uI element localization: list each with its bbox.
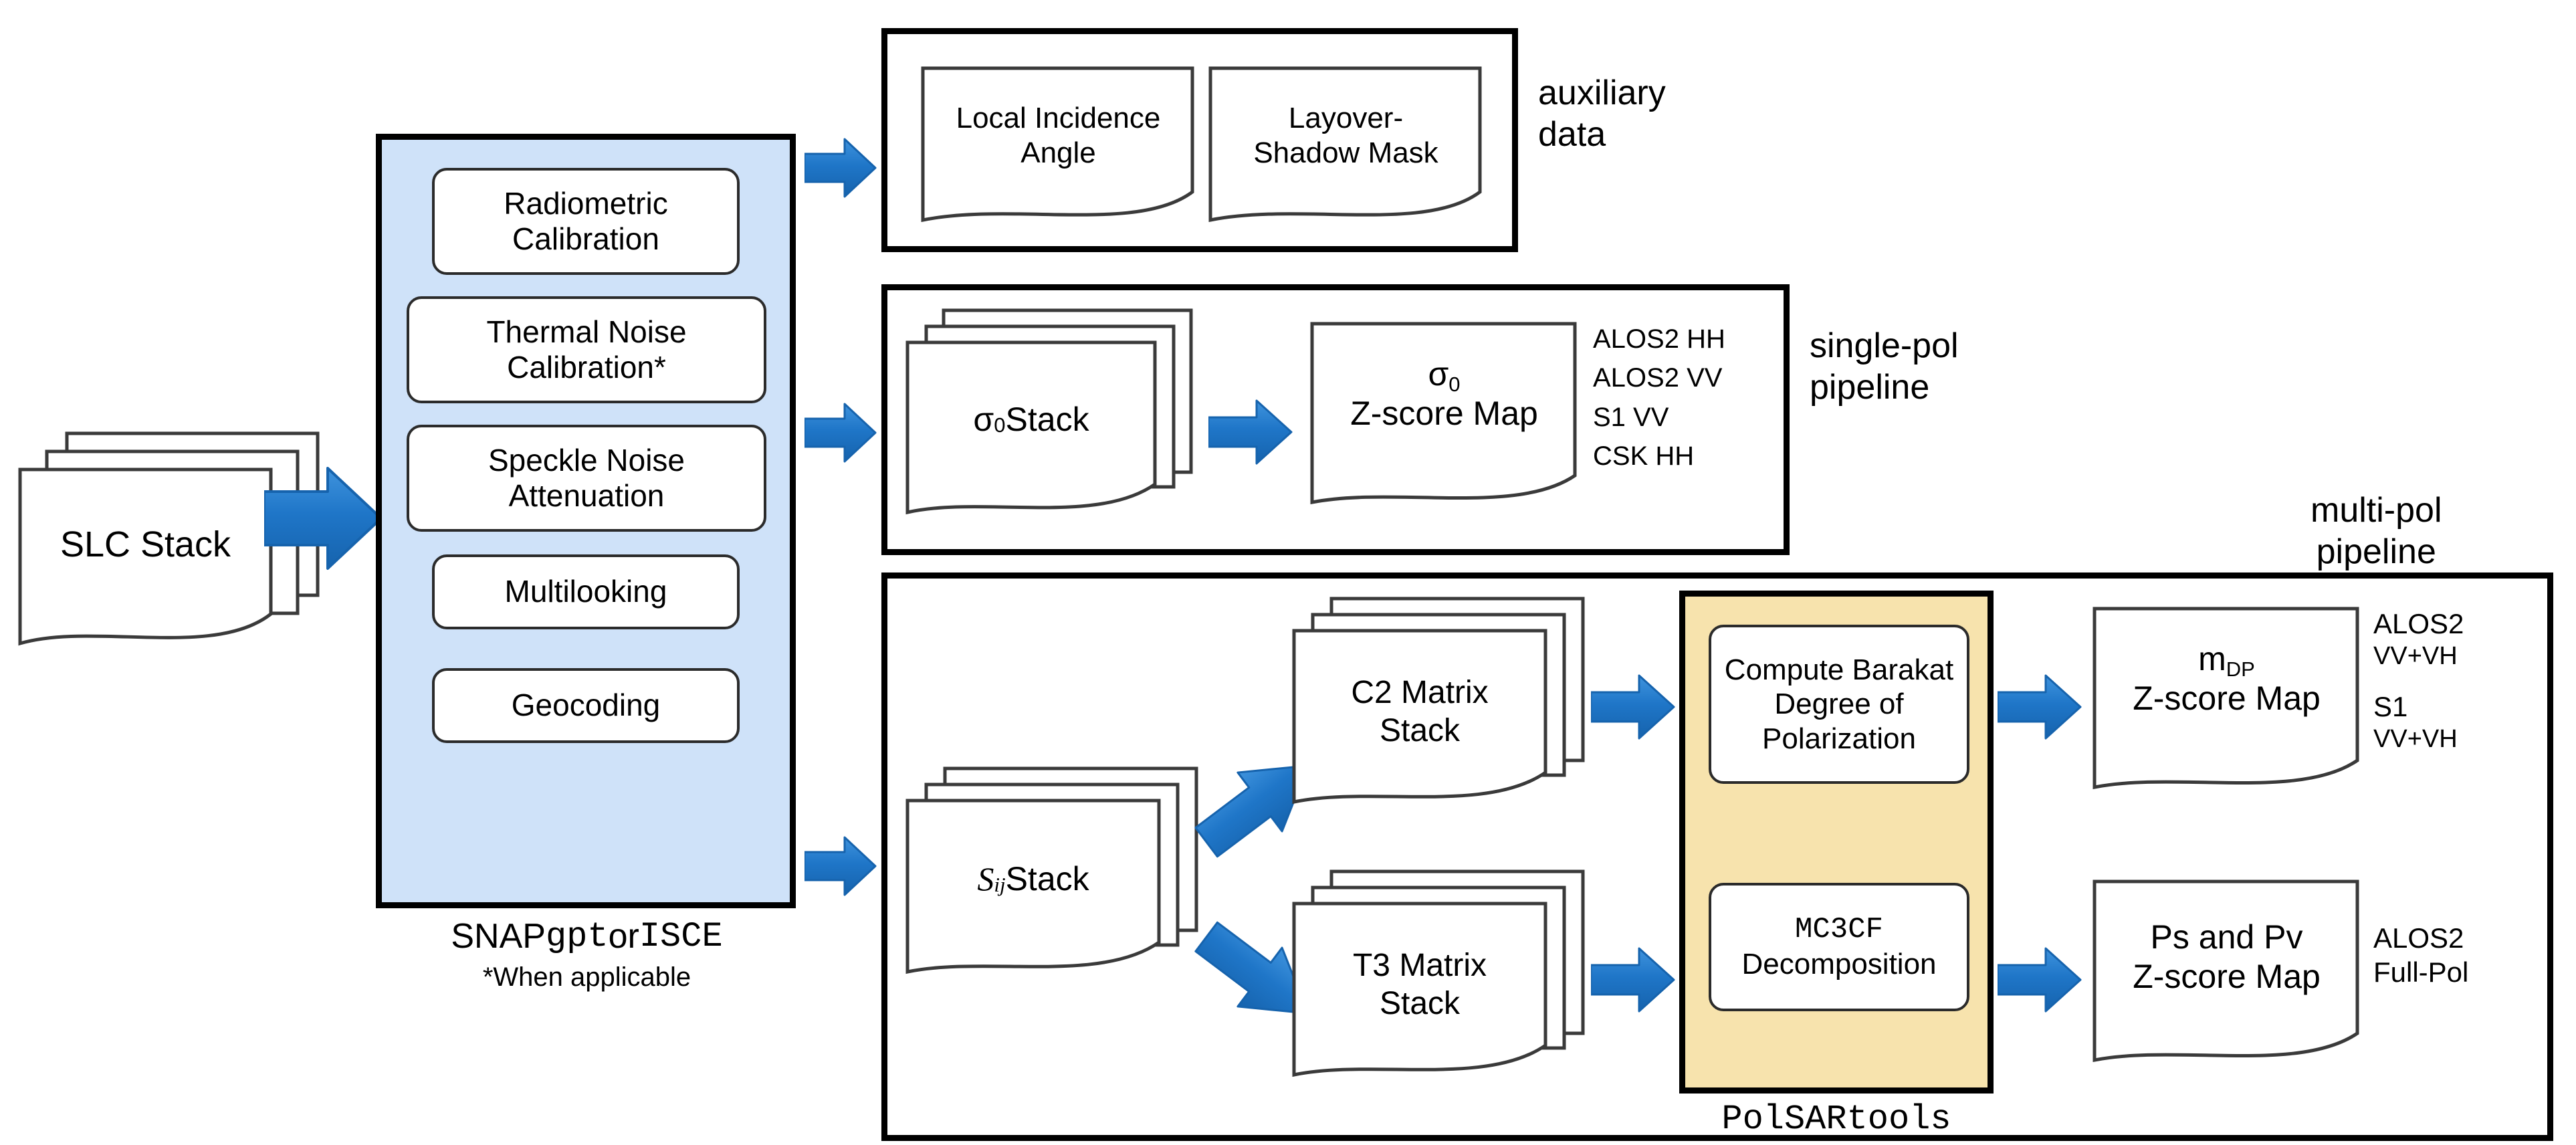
sensor-item: ALOS2	[2373, 922, 2464, 954]
arrow-c2-to-barakat	[1591, 674, 1675, 740]
c2-matrix-stack-document: C2 Matrix Stack	[1289, 593, 1596, 814]
sensor-item: Full-Pol	[2373, 956, 2469, 988]
process-label-line2: Calibration*	[507, 350, 666, 385]
arrow-preprocessing-to-auxiliary	[804, 138, 877, 198]
process-geocoding[interactable]: Geocoding	[432, 668, 740, 743]
process-label-line1: Compute Barakat	[1724, 653, 1954, 687]
caption-gpt: gpt	[545, 916, 609, 956]
process-mc3cf-decomposition[interactable]: MC3CF Decomposition	[1709, 883, 1969, 1011]
process-label-line1: Speckle Noise	[488, 442, 685, 478]
arrow-preprocessing-to-multi-pol	[804, 836, 877, 896]
preprocessing-panel: Radiometric Calibration Thermal Noise Ca…	[376, 134, 796, 908]
arrow-sij-to-t3-matrix	[1194, 921, 1309, 1015]
single-pol-pipeline-group-label: single-pol pipeline	[1810, 326, 1959, 407]
process-label-line1: Radiometric	[504, 185, 668, 221]
single-pol-sensor-list: ALOS2 HH ALOS2 VV S1 VV CSK HH	[1593, 320, 1767, 476]
multi-pol-pipeline-group-label: multi-pol pipeline	[2311, 491, 2442, 571]
preprocessing-footnote: *When applicable	[482, 962, 691, 992]
arrow-preprocessing-to-single-pol	[804, 403, 877, 463]
local-incidence-angle-document: Local Incidence Angle	[920, 65, 1197, 225]
arrow-mc3cf-to-pspv-map	[1998, 947, 2082, 1013]
mdp-sensor-list: ALOS2 VV+VH S1 VV+VH	[2373, 607, 2541, 754]
sensor-item: VV+VH	[2373, 642, 2458, 671]
caption-isce: ISCE	[639, 916, 723, 956]
process-compute-barakat-dop[interactable]: Compute Barakat Degree of Polarization	[1709, 625, 1969, 784]
arrow-slc-to-preprocessing	[264, 467, 383, 570]
sensor-item: ALOS2 VV	[1593, 363, 1723, 393]
sigma0-zscore-map-document: σ0 Z-score Map	[1309, 320, 1580, 514]
process-label-line1: Geocoding	[511, 688, 661, 723]
pspv-zscore-map-document: Ps and Pv Z-score Map	[2091, 878, 2362, 1072]
layover-shadow-mask-document: Layover- Shadow Mask	[1207, 65, 1485, 225]
sensor-item: S1	[2373, 690, 2408, 722]
polsartools-panel: Compute Barakat Degree of Polarization M…	[1679, 591, 1994, 1094]
auxiliary-data-group-label: auxiliary data	[1538, 74, 1666, 154]
process-label-line2: Calibration	[512, 221, 659, 256]
process-label-line1: MC3CF	[1794, 912, 1884, 946]
auxiliary-data-group: Local Incidence Angle Layover- Shadow Ma…	[881, 28, 1518, 252]
process-label-line2: Degree of	[1774, 688, 1904, 721]
process-thermal-noise-calibration[interactable]: Thermal Noise Calibration*	[407, 296, 766, 403]
process-label-line1: Multilooking	[504, 574, 667, 609]
sensor-item: VV+VH	[2373, 724, 2458, 753]
sensor-item: CSK HH	[1593, 441, 1695, 472]
process-speckle-noise-attenuation[interactable]: Speckle Noise Attenuation	[407, 425, 766, 532]
polsartools-caption: PolSARtools	[1721, 1099, 1951, 1139]
process-radiometric-calibration[interactable]: Radiometric Calibration	[432, 168, 740, 275]
caption-snap: SNAP	[451, 917, 546, 956]
caption-or: or	[608, 917, 639, 956]
arrow-barakat-to-mdp-map	[1998, 674, 2082, 740]
process-multilooking[interactable]: Multilooking	[432, 554, 740, 629]
sensor-item: S1 VV	[1593, 402, 1669, 432]
process-label-line2: Decomposition	[1741, 948, 1937, 980]
arrow-t3-to-mc3cf	[1591, 947, 1675, 1013]
mdp-zscore-map-document: mDP Z-score Map	[2091, 605, 2362, 799]
t3-matrix-stack-document: T3 Matrix Stack	[1289, 866, 1596, 1087]
process-label-line2: Attenuation	[508, 478, 665, 513]
arrow-sigma0-stack-to-zscore	[1208, 399, 1293, 465]
process-label-line3: Polarization	[1762, 722, 1916, 755]
preprocessing-caption: SNAP gpt or ISCE	[348, 916, 826, 956]
sensor-item: ALOS2 HH	[1593, 324, 1725, 354]
process-label-line1: Thermal Noise	[486, 314, 687, 349]
sensor-item: ALOS2	[2373, 608, 2464, 639]
pspv-sensor-list: ALOS2 Full-Pol	[2373, 921, 2541, 989]
